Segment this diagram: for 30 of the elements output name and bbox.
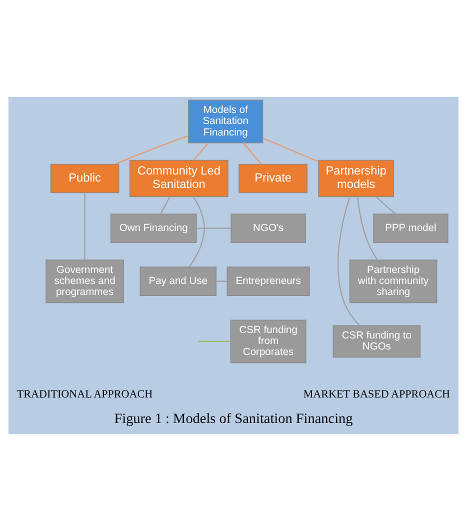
node-box: Private (238, 164, 308, 194)
caption: Figure 1 : Models of Sanitation Financing (114, 411, 353, 428)
node-box: Government schemes and programmes (46, 260, 124, 304)
connector (242, 142, 262, 164)
node-box: Pay and Use (140, 266, 216, 296)
connector (193, 142, 209, 161)
node-box: Public (50, 164, 120, 194)
connector (262, 138, 319, 162)
connector (356, 196, 378, 260)
node-box: Community Led Sanitation (129, 160, 228, 198)
node-box: Models of Sanitation Financing (188, 100, 264, 144)
connector (196, 228, 231, 229)
connector (216, 280, 228, 282)
connector (337, 196, 360, 326)
connector (160, 196, 170, 214)
node-box: Own Financing (110, 214, 197, 243)
node-box: Partnership models (318, 160, 394, 198)
label: MARKET BASED APPROACH (303, 388, 450, 400)
connector (84, 192, 86, 260)
node-box: PPP model (373, 214, 448, 243)
node-box: CSR funding to NGOs (332, 325, 421, 358)
connector (114, 135, 189, 165)
node-box: Entrepreneurs (226, 266, 310, 296)
node-box: NGO's (230, 214, 306, 243)
connector (198, 340, 231, 342)
node-box: CSR funding from Corporates (230, 320, 306, 364)
node-box: Partnership with community sharing (349, 260, 438, 304)
connector (375, 196, 396, 215)
connector (188, 196, 206, 268)
label: TRADITIONAL APPROACH (16, 388, 153, 400)
